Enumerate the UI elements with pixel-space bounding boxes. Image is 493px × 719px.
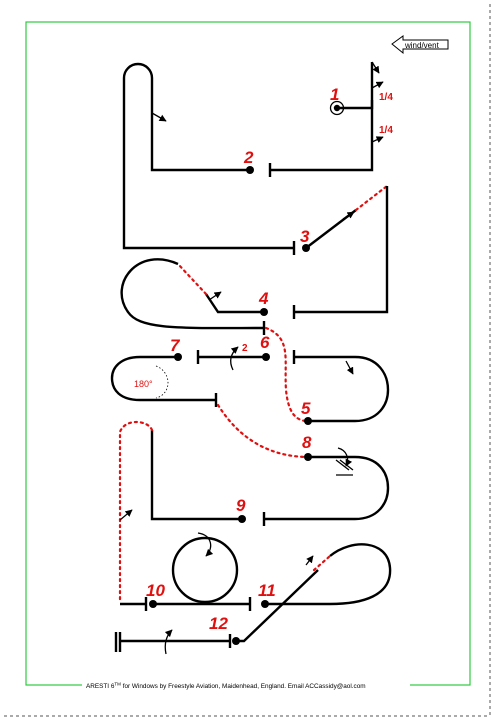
figure-11-direction-arrow	[305, 555, 314, 566]
figure-1-roll-mark-top	[371, 81, 384, 89]
figure-2-direction-arrow	[151, 112, 167, 122]
figure-8: 8	[262, 433, 390, 526]
link-7-to-8	[216, 403, 308, 459]
figure-8-number: 8	[302, 433, 312, 452]
figure-1-roll-mark-bottom	[371, 136, 384, 143]
figure-9: 9	[150, 430, 246, 523]
figure-4-direction-arrow	[208, 291, 222, 301]
figure-3-descent	[294, 186, 389, 314]
quarter-roll-label-bottom: 1/4	[379, 125, 393, 136]
figure-1-descent-line	[270, 100, 374, 172]
figure-4: 4	[120, 258, 269, 335]
figure-4-link-dotted	[176, 262, 208, 296]
figure-3: 3	[292, 184, 389, 319]
figure-3-direction-arrow	[342, 211, 355, 220]
figure-8-path	[264, 455, 390, 521]
figure-12-end-bar	[114, 632, 122, 652]
figure-12-roll-arc	[164, 629, 173, 655]
figure-2-number: 2	[243, 148, 254, 167]
figure-12: 12	[114, 569, 319, 655]
footer-text: for Windows by Freestyle Aviation, Maide…	[121, 683, 366, 690]
figure-6-roll-arc	[230, 346, 239, 371]
figure-5-number: 5	[301, 399, 311, 418]
link-9-to-10-direction-arrow	[119, 509, 133, 521]
figure-1-path	[337, 62, 374, 110]
wind-indicator: wind/vent	[391, 35, 449, 55]
figure-11-number: 11	[258, 581, 276, 600]
roll-count-label: 2	[242, 343, 248, 354]
footer: ARESTI 6TM for Windows by Freestyle Avia…	[82, 679, 410, 691]
half-turn-arc	[155, 365, 169, 399]
wind-arrow-icon	[391, 35, 449, 55]
quarter-roll-label-top: 1/4	[379, 92, 393, 103]
wind-label: wind/vent	[404, 41, 440, 50]
figure-5: 5	[292, 350, 390, 425]
figure-6: 2 6	[196, 333, 270, 371]
figure-2: 2	[122, 62, 296, 255]
figure-12-climb	[236, 569, 319, 643]
footer-credit: ARESTI 6TM for Windows by Freestyle Avia…	[86, 682, 366, 691]
figure-7: 180° 7	[110, 336, 218, 407]
figure-1: 1 1/4 1/4	[329, 61, 393, 143]
sheet-frame	[25, 21, 471, 686]
figure-3-number: 3	[300, 227, 310, 246]
figure-4-number: 4	[258, 289, 269, 308]
figure-8-snap-arc	[337, 447, 353, 467]
figure-10-loop-direction	[197, 532, 214, 557]
figure-12-number: 12	[209, 614, 228, 633]
half-turn-angle-label: 180°	[134, 379, 153, 389]
footer-mask	[82, 679, 410, 691]
footer-prefix: ARESTI 6	[86, 683, 115, 690]
figure-5-direction-arrow	[345, 360, 354, 375]
figure-10-entry-bar	[120, 597, 148, 611]
figure-8-snap-mark	[335, 459, 354, 476]
figure-7-path	[110, 355, 216, 402]
figure-6-number: 6	[260, 333, 270, 352]
figure-5-path	[294, 355, 390, 423]
figure-10-number: 10	[146, 581, 165, 600]
figure-2-path	[122, 62, 294, 250]
figure-11: 11	[258, 543, 392, 608]
figure-11-loop	[329, 543, 392, 606]
footer-superscript: TM	[114, 682, 121, 687]
figure-3-link-dotted	[354, 184, 389, 212]
figure-7-number: 7	[170, 336, 181, 355]
figure-1-exit-arrow	[371, 61, 380, 74]
figure-10-loop	[171, 536, 239, 604]
figure-9-path	[150, 430, 242, 521]
link-4-to-5	[264, 326, 308, 423]
figure-1-number: 1	[330, 85, 339, 104]
figure-10: 10	[120, 532, 252, 611]
figure-4-loop	[120, 258, 265, 330]
figure-9-number: 9	[236, 496, 246, 515]
figure-11-link-dotted	[312, 554, 332, 572]
link-9-to-10	[118, 420, 154, 602]
